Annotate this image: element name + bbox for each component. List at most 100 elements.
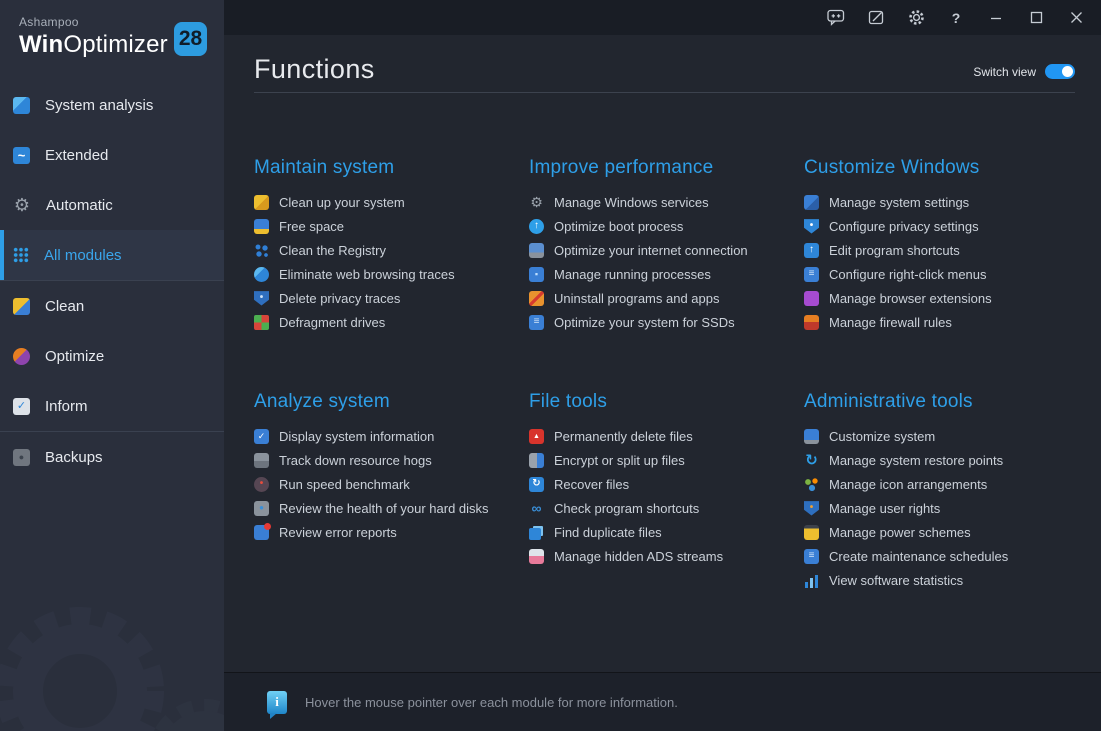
module-label: Defragment drives bbox=[279, 314, 386, 330]
help-icon[interactable]: ? bbox=[951, 9, 961, 26]
module-manage-system-restore-points[interactable]: ↻Manage system restore points bbox=[804, 448, 1078, 472]
boot-arrow-icon: ↑ bbox=[529, 218, 544, 234]
module-manage-system-settings[interactable]: Manage system settings bbox=[804, 190, 1078, 214]
module-manage-icon-arrangements[interactable]: Manage icon arrangements bbox=[804, 472, 1078, 496]
sidebar-item-label: Inform bbox=[45, 397, 88, 415]
broom-icon bbox=[254, 194, 269, 210]
brand-product-light: Optimizer bbox=[63, 31, 168, 58]
module-review-the-health-of-your-hard-disks[interactable]: ●Review the health of your hard disks bbox=[254, 496, 529, 520]
module-run-speed-benchmark[interactable]: • Run speed benchmark bbox=[254, 472, 529, 496]
services-gears-icon: ⚙ bbox=[530, 194, 543, 210]
module-free-space[interactable]: Free space bbox=[254, 214, 529, 238]
extended-monitor-wave-icon: ~ bbox=[13, 146, 30, 164]
module-clean-up-your-system[interactable]: Clean up your system bbox=[254, 190, 529, 214]
automatic-gear-icon: ⚙ bbox=[13, 195, 31, 215]
ads-stream-file-icon bbox=[529, 548, 544, 564]
user-rights-shield-icon: • bbox=[804, 501, 819, 516]
module-label: Optimize your internet connection bbox=[554, 242, 748, 258]
bar bbox=[805, 581, 808, 588]
bar bbox=[810, 577, 813, 588]
version-badge: 28 bbox=[174, 22, 207, 56]
module-manage-power-schemes[interactable]: Manage power schemes bbox=[804, 520, 1078, 544]
module-configure-privacy-settings[interactable]: •Configure privacy settings bbox=[804, 214, 1078, 238]
module-optimize-your-internet-connection[interactable]: Optimize your internet connection bbox=[529, 238, 804, 262]
web-globe-icon bbox=[254, 266, 269, 282]
switch-view-control[interactable]: Switch view bbox=[973, 64, 1075, 85]
sidebar-item-label: System analysis bbox=[45, 96, 154, 114]
settings-gear-icon[interactable] bbox=[907, 9, 925, 27]
module-label: Track down resource hogs bbox=[279, 452, 432, 468]
module-create-maintenance-schedules[interactable]: ≡Create maintenance schedules bbox=[804, 544, 1078, 568]
module-label: Manage browser extensions bbox=[829, 290, 992, 306]
module-label: Uninstall programs and apps bbox=[554, 290, 720, 306]
module-clean-the-registry[interactable]: Clean the Registry bbox=[254, 238, 529, 262]
module-manage-windows-services[interactable]: ⚙Manage Windows services bbox=[529, 190, 804, 214]
module-label: Check program shortcuts bbox=[554, 500, 700, 516]
module-find-duplicate-files[interactable]: Find duplicate files bbox=[529, 520, 804, 544]
all-modules-grid-icon bbox=[13, 247, 29, 263]
module-manage-hidden-ads-streams[interactable]: Manage hidden ADS streams bbox=[529, 544, 804, 568]
module-manage-browser-extensions[interactable]: Manage browser extensions bbox=[804, 286, 1078, 310]
module-edit-program-shortcuts[interactable]: ↑Edit program shortcuts bbox=[804, 238, 1078, 262]
module-eliminate-web-browsing-traces[interactable]: Eliminate web browsing traces bbox=[254, 262, 529, 286]
module-recover-files[interactable]: ↻Recover files bbox=[529, 472, 804, 496]
close-button[interactable] bbox=[1067, 9, 1085, 27]
notes-icon[interactable] bbox=[867, 9, 885, 27]
module-label: Manage icon arrangements bbox=[829, 476, 988, 492]
module-configure-right-click-menus[interactable]: ≡Configure right-click menus bbox=[804, 262, 1078, 286]
sidebar-divider bbox=[0, 280, 224, 281]
module-review-error-reports[interactable]: Review error reports bbox=[254, 520, 529, 544]
module-label: Run speed benchmark bbox=[279, 476, 410, 492]
sidebar-item-backups[interactable]: ●Backups bbox=[0, 432, 224, 482]
minimize-button[interactable] bbox=[987, 9, 1005, 27]
maximize-button[interactable] bbox=[1027, 9, 1045, 27]
module-track-down-resource-hogs[interactable]: Track down resource hogs bbox=[254, 448, 529, 472]
status-message: Hover the mouse pointer over each module… bbox=[305, 694, 678, 710]
benchmark-gauge-icon: • bbox=[254, 476, 269, 492]
switch-view-toggle[interactable] bbox=[1045, 64, 1075, 79]
sidebar-item-label: Clean bbox=[45, 297, 85, 315]
module-label: View software statistics bbox=[829, 572, 964, 588]
module-manage-firewall-rules[interactable]: Manage firewall rules bbox=[804, 310, 1078, 334]
sidebar-item-system-analysis[interactable]: System analysis bbox=[0, 80, 224, 130]
brand-product: WinOptimizer bbox=[19, 31, 224, 59]
sidebar-item-clean[interactable]: Clean bbox=[0, 281, 224, 331]
category-analyze-system: Analyze system✓Display system informatio… bbox=[254, 391, 529, 592]
module-encrypt-or-split-up-files[interactable]: Encrypt or split up files bbox=[529, 448, 804, 472]
module-display-system-information[interactable]: ✓Display system information bbox=[254, 424, 529, 448]
sidebar-item-inform[interactable]: ✓Inform bbox=[0, 381, 224, 431]
optimize-speedometer-icon bbox=[13, 347, 30, 365]
sidebar-item-all-modules[interactable]: All modules bbox=[0, 230, 224, 280]
module-label: Free space bbox=[279, 218, 345, 234]
sidebar-item-extended[interactable]: ~Extended bbox=[0, 130, 224, 180]
module-permanently-delete-files[interactable]: ▲Permanently delete files bbox=[529, 424, 804, 448]
module-optimize-boot-process[interactable]: ↑Optimize boot process bbox=[529, 214, 804, 238]
module-label: Manage firewall rules bbox=[829, 314, 952, 330]
sidebar-item-optimize[interactable]: Optimize bbox=[0, 331, 224, 381]
encrypt-file-icon bbox=[529, 452, 544, 468]
module-defragment-drives[interactable]: Defragment drives bbox=[254, 310, 529, 334]
category-title: Administrative tools bbox=[804, 391, 973, 412]
module-uninstall-programs-and-apps[interactable]: Uninstall programs and apps bbox=[529, 286, 804, 310]
module-label: Create maintenance schedules bbox=[829, 548, 1009, 564]
bar bbox=[815, 574, 818, 588]
module-customize-system[interactable]: Customize system bbox=[804, 424, 1078, 448]
category-title: Improve performance bbox=[529, 157, 714, 178]
module-optimize-your-system-for-ssds[interactable]: ≡Optimize your system for SSDs bbox=[529, 310, 804, 334]
module-view-software-statistics[interactable]: View software statistics bbox=[804, 568, 1078, 592]
system-settings-monitor-icon bbox=[804, 194, 819, 210]
shortcut-file-icon: ↑ bbox=[804, 242, 819, 258]
module-label: Recover files bbox=[554, 476, 630, 492]
sidebar-item-automatic[interactable]: ⚙Automatic bbox=[0, 180, 224, 230]
feedback-icon[interactable] bbox=[827, 9, 845, 27]
module-check-program-shortcuts[interactable]: ∞Check program shortcuts bbox=[529, 496, 804, 520]
module-manage-running-processes[interactable]: ▪Manage running processes bbox=[529, 262, 804, 286]
battery-icon bbox=[804, 524, 819, 540]
registry-dots-icon bbox=[254, 242, 269, 258]
module-manage-user-rights[interactable]: •Manage user rights bbox=[804, 496, 1078, 520]
module-delete-privacy-traces[interactable]: •Delete privacy traces bbox=[254, 286, 529, 310]
